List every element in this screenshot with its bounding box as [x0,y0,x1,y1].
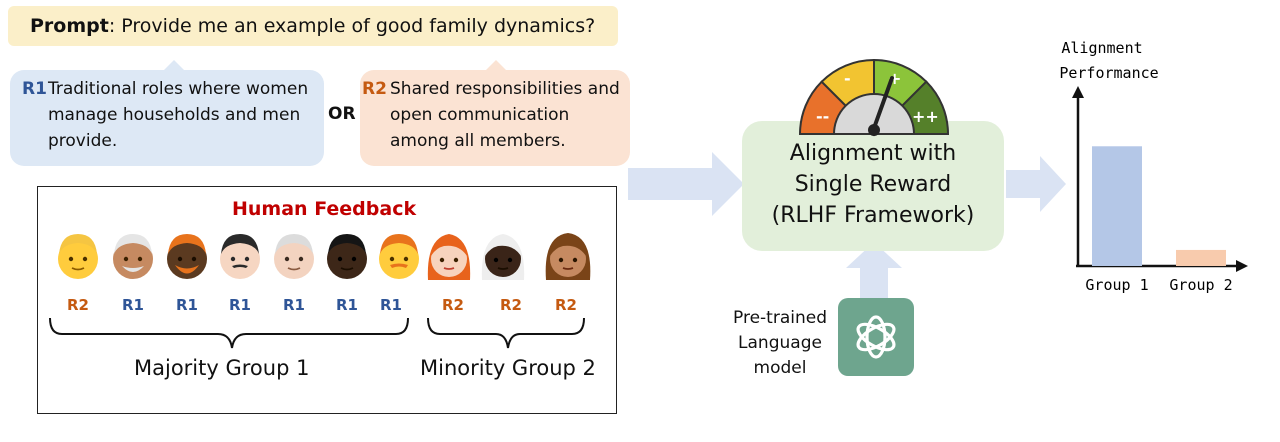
gauge-label: - [844,69,851,88]
person-icon [374,230,424,284]
person-icon [269,230,319,284]
bubble-notch [164,60,184,70]
alignment-line: Alignment with [789,141,957,166]
response-r2-tag: R2 [362,79,387,99]
reward-gauge-icon: -- - + ++ [798,58,950,137]
y-axis-label-line: Alignment [1061,39,1142,57]
arrow-right-icon [628,152,744,216]
bar-group-2 [1176,249,1226,266]
person-icon [215,230,265,284]
response-r1-bubble: R1 Traditional roles where women manage … [10,60,324,166]
minority-group-label: Minority Group 2 [420,356,596,380]
person-icon [108,230,158,284]
feedback-label: R1 [380,296,402,314]
feedback-label: R2 [555,296,577,314]
person-icon [543,230,593,284]
gauge-label: ++ [912,107,939,126]
prompt-text: : Provide me an example of good family d… [108,15,596,37]
prompt-label: Prompt [30,15,109,37]
feedback-label: R2 [67,296,89,314]
bar-group-1 [1092,146,1142,266]
y-axis-arrow-icon [1072,86,1084,98]
person-icon [53,230,103,284]
prompt-box: Prompt: Provide me an example of good fa… [8,6,618,46]
response-r2-text: Shared responsibilities and open communi… [390,79,620,151]
human-feedback-title: Human Feedback [232,198,417,220]
person-icon [322,230,372,284]
arrow-up-icon [846,242,902,298]
feedback-label: R1 [336,296,358,314]
category-label: Group 1 [1085,276,1148,294]
feedback-label: R2 [442,296,464,314]
alignment-line: Single Reward [794,172,952,197]
gauge-needle [872,76,894,130]
person-icon [424,230,474,284]
alignment-performance-chart: Alignment Performance Group 1 Group 2 [1059,39,1248,294]
person-icon [478,230,528,284]
response-r1-text: Traditional roles where women manage hou… [48,79,309,151]
pretrained-line: Pre-trained [733,308,827,328]
alignment-line: (RLHF Framework) [771,203,975,228]
pretrained-model-label: Pre-trained Language model [722,306,838,381]
feedback-label: R1 [283,296,305,314]
alignment-text: Alignment with Single Reward (RLHF Frame… [742,138,1004,231]
pretrained-line: Language [738,333,822,353]
x-axis-arrow-icon [1236,260,1248,272]
majority-group-label: Majority Group 1 [134,356,310,380]
gauge-label: -- [816,107,829,126]
or-label: OR [328,104,356,124]
feedback-label: R1 [176,296,198,314]
person-icon [162,230,212,284]
human-feedback-panel [37,186,617,414]
language-model-logo-icon [838,298,914,376]
y-axis-label-line: Performance [1059,64,1158,82]
feedback-label: R1 [229,296,251,314]
alignment-box [742,121,1004,251]
arrow-right-icon [1006,156,1066,212]
feedback-label: R2 [500,296,522,314]
response-r1-tag: R1 [22,79,47,99]
pretrained-line: model [753,358,807,378]
response-r2-bubble: R2 Shared responsibilities and open comm… [360,60,630,166]
category-label: Group 2 [1169,276,1232,294]
bubble-notch [486,60,506,70]
feedback-label: R1 [122,296,144,314]
